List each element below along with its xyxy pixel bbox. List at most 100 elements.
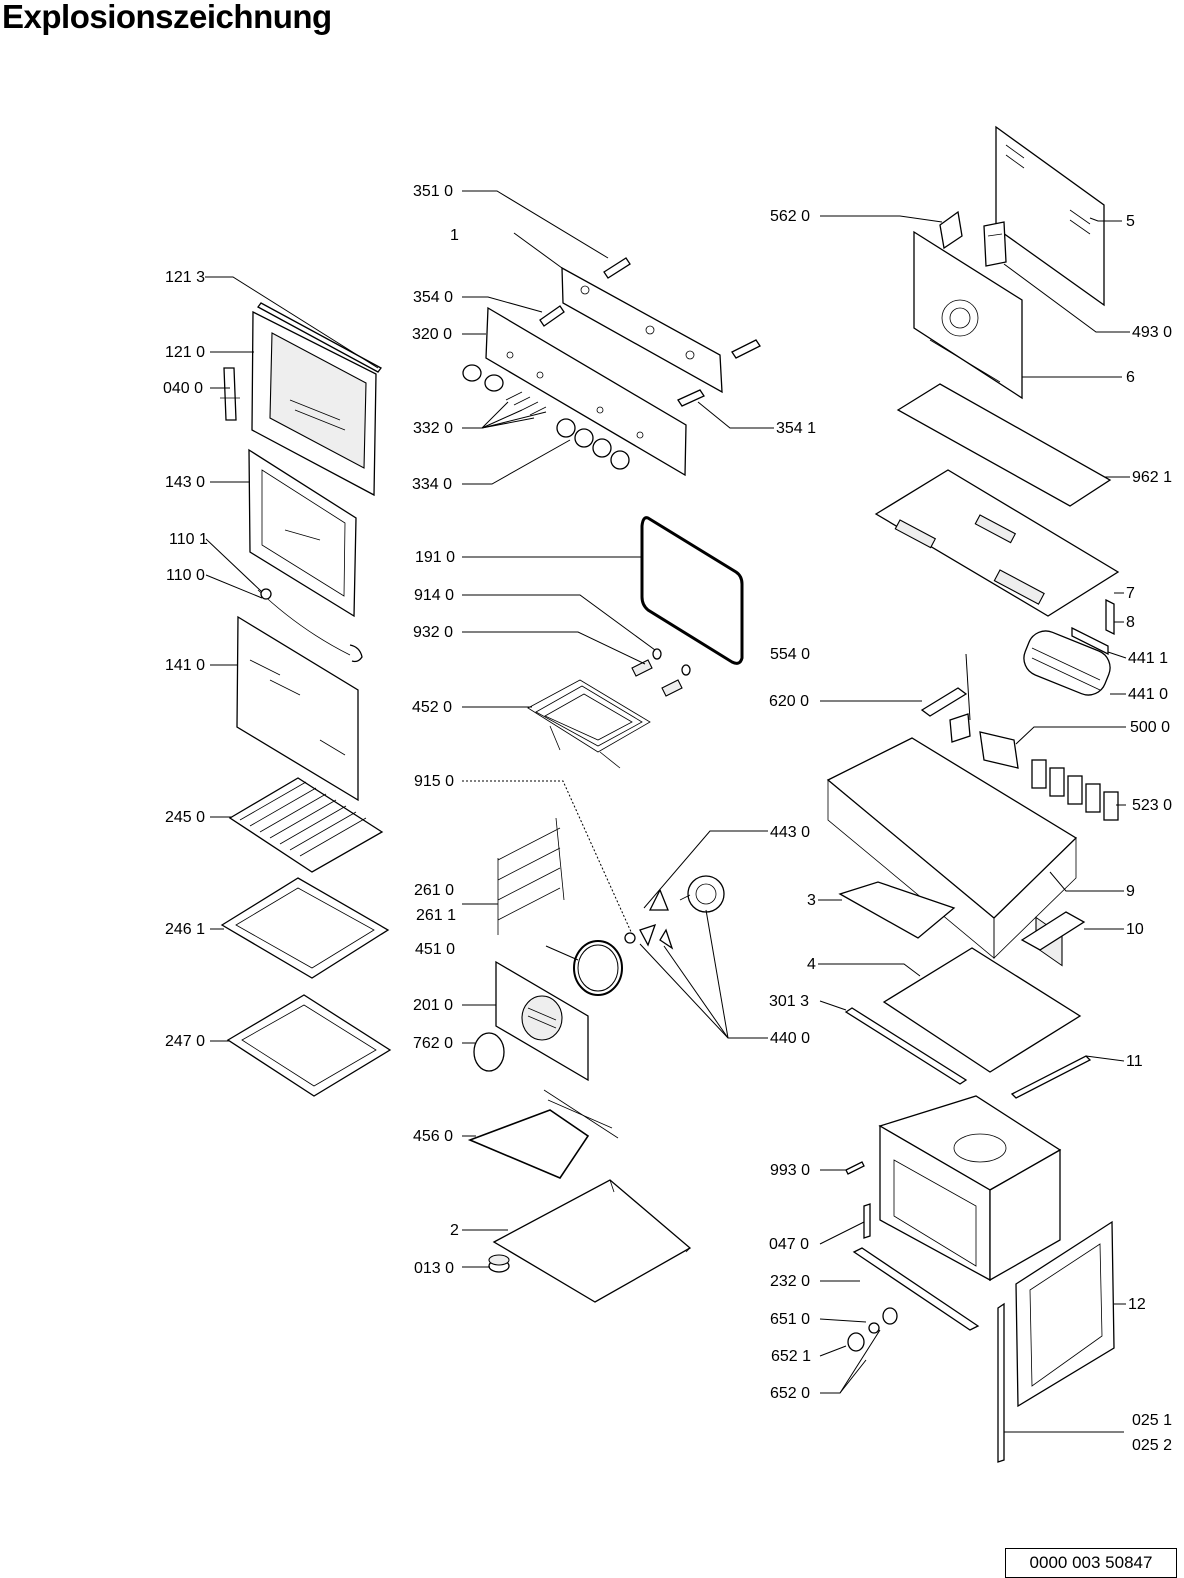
label-013-0: 013 0 [414, 1260, 454, 1277]
part-652-knob [847, 1332, 865, 1352]
part-2-bottom-panel [492, 1179, 692, 1303]
part-320-0-control-panel [485, 306, 687, 477]
label-354-0: 354 0 [413, 289, 453, 306]
part-025-side-strip [997, 1302, 1005, 1463]
label-201-0: 201 0 [413, 997, 453, 1014]
part-452-0-heating-element [527, 679, 651, 769]
label-351-0: 351 0 [413, 183, 453, 200]
label-932-0: 932 0 [413, 624, 453, 641]
label-500-0: 500 0 [1130, 719, 1170, 736]
part-12-side-panel [1015, 1220, 1115, 1408]
label-620-0: 620 0 [769, 693, 809, 710]
label-2: 2 [450, 1222, 459, 1239]
part-441-cooling-fan [1023, 626, 1111, 696]
part-201-0-rear-panel [495, 960, 589, 1082]
part-141-0-glass-pane [236, 615, 359, 802]
label-493-0: 493 0 [1132, 324, 1172, 341]
part-labels: 121 3 121 0 040 0 143 0 110 1 110 0 141 … [163, 183, 1172, 1454]
label-110-1: 110 1 [169, 531, 208, 548]
label-121-0: 121 0 [165, 344, 205, 361]
label-451-0: 451 0 [415, 941, 455, 958]
part-334-0-control-knobs [556, 418, 630, 470]
part-351-0-spindle [603, 257, 631, 279]
label-3: 3 [807, 892, 816, 909]
part-440-0-fan [624, 888, 674, 950]
part-620-0-terminal-block [920, 687, 968, 717]
label-915-0: 915 0 [414, 773, 454, 790]
label-143-0: 143 0 [165, 474, 205, 491]
label-652-1: 652 1 [771, 1348, 811, 1365]
part-451-0-ring-element [573, 940, 623, 996]
label-191-0: 191 0 [415, 549, 455, 566]
label-5: 5 [1126, 213, 1135, 230]
part-013-0-foot [488, 1254, 510, 1273]
label-10: 10 [1126, 921, 1144, 938]
label-040-0: 040 0 [163, 380, 203, 397]
part-523-0-switches [1031, 759, 1119, 821]
label-12: 12 [1128, 1296, 1146, 1313]
label-232-0: 232 0 [770, 1273, 810, 1290]
label-562-0: 562 0 [770, 208, 810, 225]
label-9: 9 [1126, 883, 1135, 900]
part-762-0-cover [473, 1032, 505, 1072]
label-441-0: 441 0 [1128, 686, 1168, 703]
part-143-0-inner-door [248, 448, 357, 618]
label-652-0: 652 0 [770, 1385, 810, 1402]
label-440-0: 440 0 [770, 1030, 810, 1047]
part-3-plate [838, 881, 956, 939]
part-332-0-knob-caps [462, 364, 547, 416]
label-962-1: 962 1 [1132, 469, 1172, 486]
label-993-0: 993 0 [770, 1162, 810, 1179]
part-121-0-door-frame [251, 310, 377, 497]
part-993-0-screw [845, 1161, 865, 1175]
part-047-0-hinge-receiver [863, 1203, 871, 1239]
label-441-1: 441 1 [1128, 650, 1168, 667]
label-261-1: 261 1 [416, 907, 456, 924]
part-040-0-hinge [220, 367, 240, 421]
part-8-clip [1105, 598, 1115, 636]
part-245-0-wire-rack [228, 777, 384, 873]
part-191-0-oven-seal [640, 516, 744, 665]
label-11: 11 [1126, 1053, 1143, 1070]
part-932-0-spring [631, 659, 683, 697]
label-247-0: 247 0 [165, 1033, 205, 1050]
part-246-1-baking-tray [220, 877, 390, 979]
part-247-0-deep-tray [226, 994, 392, 1097]
part-354-1-spindle [677, 339, 761, 407]
part-232-0-bottom-rail [852, 1247, 980, 1331]
label-452-0: 452 0 [412, 699, 452, 716]
part-11-strip [1010, 1055, 1092, 1099]
part-121-3-door-seal-strip [257, 302, 382, 373]
label-6: 6 [1126, 369, 1135, 386]
part-354-0-spindle [539, 305, 565, 327]
label-320-0: 320 0 [412, 326, 452, 343]
part-456-0-lower-element [467, 1089, 619, 1179]
part-562-0-bracket [939, 210, 963, 250]
label-141-0: 141 0 [165, 657, 205, 674]
label-554-0: 554 0 [770, 646, 810, 663]
part-7-top-cover [874, 469, 1120, 617]
part-962-1-insulation [896, 383, 1112, 507]
label-025-1: 025 1 [1132, 1412, 1172, 1429]
label-443-0: 443 0 [770, 824, 810, 841]
label-334-0: 334 0 [412, 476, 452, 493]
label-047-0: 047 0 [769, 1236, 809, 1253]
label-245-0: 245 0 [165, 809, 205, 826]
label-1: 1 [450, 227, 459, 244]
leader-lines [205, 190, 1130, 1433]
label-025-2: 025 2 [1132, 1437, 1172, 1454]
label-7: 7 [1126, 585, 1135, 602]
page-title: Explosionszeichnung [2, 0, 332, 35]
label-261-0: 261 0 [414, 882, 454, 899]
part-1-control-board [561, 266, 723, 394]
label-246-1: 246 1 [165, 921, 205, 938]
part-261-side-rack [497, 817, 565, 935]
label-110-0: 110 0 [166, 567, 205, 584]
label-121-3: 121 3 [165, 269, 205, 286]
part-6-rear-wall [913, 230, 1023, 400]
part-110-door-rod [257, 588, 363, 663]
label-914-0: 914 0 [414, 587, 454, 604]
label-523-0: 523 0 [1132, 797, 1172, 814]
label-8: 8 [1126, 614, 1135, 631]
